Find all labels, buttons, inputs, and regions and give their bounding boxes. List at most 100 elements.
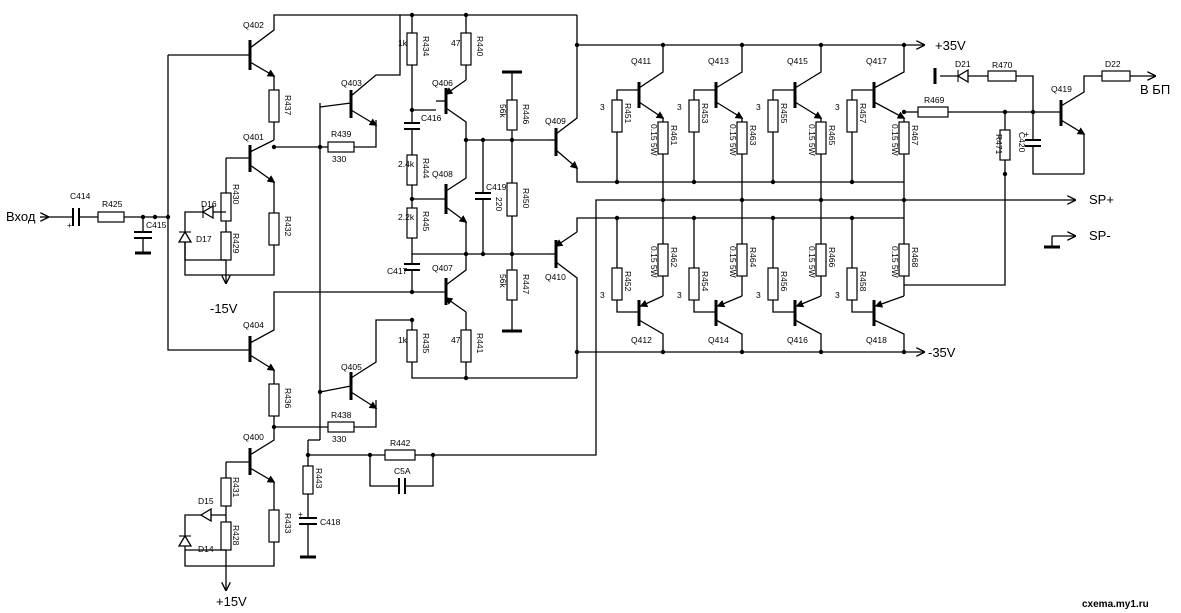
base-resistor xyxy=(611,99,623,133)
transistor-label: Q414 xyxy=(708,335,729,345)
emitter-resistor-value: 0.15 5W xyxy=(728,246,738,278)
base-resistor-label: R456 xyxy=(779,271,789,292)
svg-text:R471: R471 xyxy=(994,134,1004,155)
base-resistor-label: R454 xyxy=(700,271,710,292)
emitter-resistor-value: 0.15 5W xyxy=(649,246,659,278)
base-resistor-value: 3 xyxy=(600,290,605,300)
m15-label: -15V xyxy=(210,301,238,316)
base-resistor xyxy=(767,99,779,133)
svg-text:C417: C417 xyxy=(387,266,408,276)
transistor-label: Q415 xyxy=(787,56,808,66)
emitter-resistor-value: 0.15 5W xyxy=(807,246,817,278)
base-resistor-label: R453 xyxy=(700,103,710,124)
svg-text:R429: R429 xyxy=(231,233,241,254)
svg-text:+: + xyxy=(1024,129,1029,139)
base-resistor xyxy=(846,99,858,133)
base-resistor-label: R451 xyxy=(623,103,633,124)
svg-text:R432: R432 xyxy=(283,216,293,237)
svg-text:R444: R444 xyxy=(421,158,431,179)
svg-text:D14: D14 xyxy=(198,544,214,554)
r425 xyxy=(97,211,125,223)
emitter-resistor xyxy=(898,121,910,155)
svg-text:330: 330 xyxy=(332,154,346,164)
sp-plus-label: SP+ xyxy=(1089,192,1114,207)
emitter-resistor-label: R463 xyxy=(748,125,758,146)
base-resistor-label: R457 xyxy=(858,103,868,124)
svg-text:R442: R442 xyxy=(390,438,411,448)
base-resistor xyxy=(611,267,623,301)
svg-text:2.4k: 2.4k xyxy=(398,159,415,169)
svg-text:R441: R441 xyxy=(475,333,485,354)
input-label: Вход xyxy=(6,209,36,224)
emitter-resistor-label: R467 xyxy=(910,125,920,146)
c414-plus: + xyxy=(67,220,72,230)
svg-text:C418: C418 xyxy=(320,517,341,527)
lower-input-stage: Q404 R436 R438 330 Q405 Q400 R431 R428 R… xyxy=(177,291,412,609)
q404-label: Q404 xyxy=(243,320,264,330)
svg-text:R470: R470 xyxy=(992,60,1013,70)
base-resistor-value: 3 xyxy=(677,290,682,300)
emitter-resistor-label: R462 xyxy=(669,247,679,268)
svg-text:1k: 1k xyxy=(398,38,408,48)
emitter-resistor-value: 0.15 5W xyxy=(890,246,900,278)
emitter-resistor xyxy=(657,243,669,277)
protection-circuit: R469 R470 D21 R471 + C420 Q419 D22 В Б xyxy=(901,59,1170,286)
transistor-label: Q411 xyxy=(631,56,651,66)
svg-text:R447: R447 xyxy=(521,274,531,295)
svg-text:D17: D17 xyxy=(196,234,212,244)
svg-text:D16: D16 xyxy=(201,199,217,209)
c415-label: C415 xyxy=(146,220,167,230)
svg-text:C420: C420 xyxy=(1017,132,1027,153)
svg-text:R436: R436 xyxy=(283,388,293,409)
base-resistor xyxy=(688,267,700,301)
base-resistor xyxy=(767,267,779,301)
q401-label: Q401 xyxy=(243,132,264,142)
c414-label: C414 xyxy=(70,191,91,201)
svg-text:2.2k: 2.2k xyxy=(398,212,415,222)
svg-text:D15: D15 xyxy=(198,496,214,506)
svg-text:47: 47 xyxy=(451,38,461,48)
transistor-label: Q412 xyxy=(631,335,652,345)
base-resistor xyxy=(688,99,700,133)
base-resistor xyxy=(846,267,858,301)
transistor-label: Q416 xyxy=(787,335,808,345)
base-resistor-value: 3 xyxy=(835,290,840,300)
svg-text:R430: R430 xyxy=(231,184,241,205)
svg-text:C416: C416 xyxy=(421,113,442,123)
svg-text:R443: R443 xyxy=(314,468,324,489)
base-resistor-value: 3 xyxy=(756,102,761,112)
svg-text:R450: R450 xyxy=(521,188,531,209)
svg-text:R434: R434 xyxy=(421,36,431,57)
base-resistor-value: 3 xyxy=(600,102,605,112)
svg-text:R431: R431 xyxy=(231,477,241,498)
svg-text:R469: R469 xyxy=(924,95,945,105)
base-resistor-label: R452 xyxy=(623,271,633,292)
emitter-resistor-value: 0.15 5W xyxy=(728,124,738,156)
pos-rail-label: +35V xyxy=(935,38,966,53)
svg-text:D22: D22 xyxy=(1105,59,1121,69)
transistor-label: Q413 xyxy=(708,56,729,66)
transistor-label: Q417 xyxy=(866,56,887,66)
base-resistor-label: R455 xyxy=(779,103,789,124)
bp-label: В БП xyxy=(1140,82,1170,97)
svg-text:R440: R440 xyxy=(475,36,485,57)
svg-text:R428: R428 xyxy=(231,525,241,546)
svg-text:Q406: Q406 xyxy=(432,78,453,88)
base-resistor-value: 3 xyxy=(835,102,840,112)
svg-text:Q408: Q408 xyxy=(432,169,453,179)
p15-label: +15V xyxy=(216,594,247,609)
emitter-resistor-label: R468 xyxy=(910,247,920,268)
watermark: cxema.my1.ru xyxy=(1082,599,1149,610)
svg-text:Q410: Q410 xyxy=(545,272,566,282)
emitter-resistor-label: R464 xyxy=(748,247,758,268)
svg-text:56k: 56k xyxy=(498,104,508,118)
svg-text:C419: C419 xyxy=(486,182,507,192)
q403-label: Q403 xyxy=(341,78,362,88)
